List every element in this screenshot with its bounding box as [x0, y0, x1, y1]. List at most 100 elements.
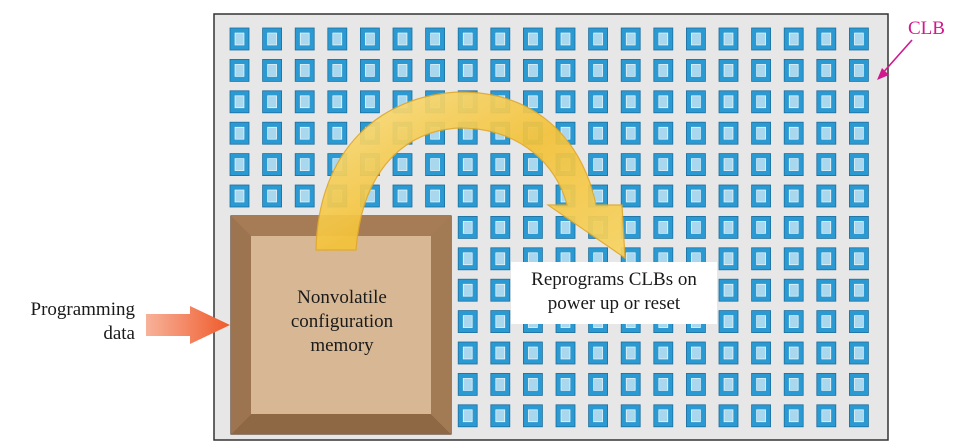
clb-cell	[555, 341, 576, 365]
clb-cell	[816, 372, 837, 396]
clb-cell	[718, 278, 739, 302]
clb-cell	[523, 153, 543, 177]
clb-cell	[457, 27, 478, 51]
clb-cell	[229, 90, 250, 114]
clb-cell	[653, 184, 674, 208]
clb-cell	[849, 184, 869, 208]
reprogram-line-1: Reprograms CLBs on	[531, 269, 697, 290]
clb-cell	[816, 404, 837, 428]
clb-cell	[425, 153, 446, 177]
clb-cell	[751, 215, 771, 239]
clb-cell	[620, 27, 641, 51]
clb-cell	[849, 90, 869, 114]
clb-cell	[588, 27, 608, 51]
clb-cell	[751, 247, 771, 271]
clb-cell	[718, 59, 739, 82]
clb-cell	[523, 341, 543, 365]
clb-cell	[457, 59, 478, 82]
clb-cell	[816, 27, 837, 51]
clb-cell	[686, 121, 706, 145]
clb-cell	[294, 59, 315, 82]
clb-cell	[620, 404, 641, 428]
clb-cell	[783, 90, 804, 114]
clb-cell	[490, 215, 511, 239]
clb-grid	[229, 27, 869, 428]
clb-cell	[490, 27, 511, 51]
clb-cell	[718, 404, 739, 428]
clb-cell	[490, 247, 511, 271]
memory-line-2: configuration	[290, 311, 394, 332]
programming-data-line-1: Programming	[30, 299, 136, 320]
clb-cell	[783, 121, 804, 145]
reprogram-arrow	[315, 91, 626, 260]
clb-cell	[359, 27, 380, 51]
clb-cell	[686, 184, 706, 208]
clb-cell	[262, 59, 283, 82]
clb-cell	[555, 404, 576, 428]
clb-cell	[686, 341, 706, 365]
clb-cell	[457, 341, 478, 365]
clb-cell	[849, 121, 869, 145]
clb-cell	[620, 372, 641, 396]
clb-cell	[457, 153, 478, 177]
clb-cell	[653, 27, 674, 51]
clb-cell	[620, 153, 641, 177]
clb-cell	[816, 215, 837, 239]
clb-cell	[783, 215, 804, 239]
clb-cell	[523, 404, 543, 428]
clb-cell	[783, 247, 804, 271]
clb-cell	[849, 153, 869, 177]
clb-cell	[751, 27, 771, 51]
clb-cell	[457, 184, 478, 208]
clb-cell	[229, 27, 250, 51]
clb-cell	[816, 310, 837, 334]
clb-cell	[588, 90, 608, 114]
clb-cell	[490, 153, 511, 177]
clb-cell	[816, 184, 837, 208]
clb-cell	[392, 59, 413, 82]
memory-label: Nonvolatile configuration memory	[233, 286, 451, 358]
clb-cell	[849, 59, 869, 82]
clb-cell	[327, 27, 348, 51]
clb-cell	[849, 341, 869, 365]
clb-cell	[653, 372, 674, 396]
clb-cell	[620, 341, 641, 365]
clb-cell	[392, 153, 413, 177]
clb-cell	[294, 121, 315, 145]
clb-pointer-line	[880, 39, 913, 76]
clb-cell	[718, 184, 739, 208]
clb-cell	[262, 153, 283, 177]
clb-cell	[229, 59, 250, 82]
clb-cell	[849, 27, 869, 51]
clb-cell	[783, 404, 804, 428]
clb-cell	[490, 184, 511, 208]
clb-cell	[555, 59, 576, 82]
clb-cell	[588, 404, 608, 428]
clb-pointer-head	[877, 68, 889, 80]
clb-cell	[229, 153, 250, 177]
memory-line-3: memory	[310, 335, 374, 356]
clb-cell	[457, 404, 478, 428]
clb-cell	[686, 27, 706, 51]
clb-label: CLB	[908, 18, 945, 39]
clb-cell	[620, 59, 641, 82]
clb-cell	[751, 310, 771, 334]
clb-cell	[490, 372, 511, 396]
clb-cell	[294, 184, 315, 208]
clb-cell	[294, 90, 315, 114]
clb-cell	[849, 278, 869, 302]
clb-cell	[653, 59, 674, 82]
clb-cell	[686, 59, 706, 82]
clb-cell	[425, 184, 446, 208]
clb-cell	[490, 59, 511, 82]
clb-cell	[751, 341, 771, 365]
clb-cell	[457, 247, 478, 271]
clb-cell	[425, 27, 446, 51]
clb-cell	[392, 27, 413, 51]
clb-cell	[816, 341, 837, 365]
clb-cell	[457, 310, 478, 334]
clb-cell	[751, 121, 771, 145]
clb-cell	[262, 90, 283, 114]
clb-cell	[686, 215, 706, 239]
clb-cell	[294, 27, 315, 51]
